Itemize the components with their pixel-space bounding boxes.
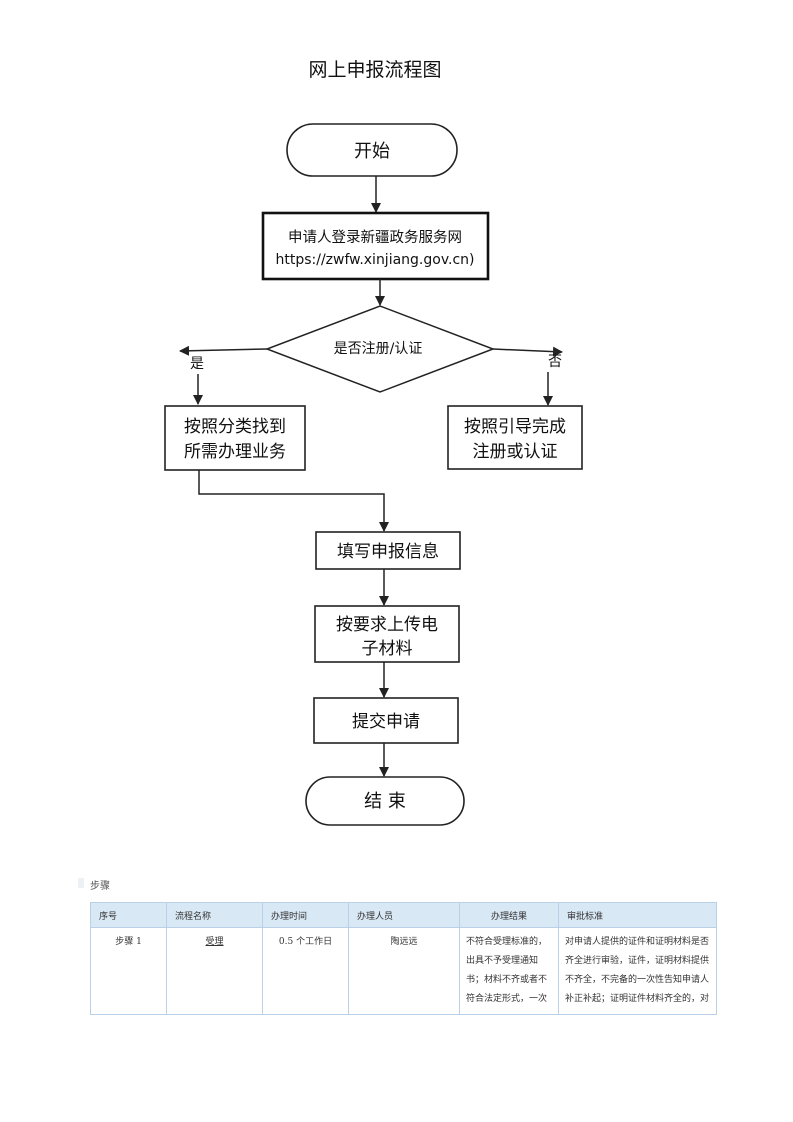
page-title: 网上申报流程图 [308,59,441,81]
cell-result: 不符合受理标准的，出具不予受理通知书；材料不齐或者不符合法定形式，一次性告知补 [459,927,559,1015]
submit-label: 提交申请 [352,712,420,732]
upload-line2: 子材料 [362,639,413,659]
standard-text: 对申请人提供的证件和证明材料是否齐全进行审验，证件，证明材料提供不齐全，不完备的… [565,937,710,1004]
find-line1: 按照分类找到 [184,417,286,437]
header-process-name: 流程名称 [166,902,263,928]
arrow-decision-to-no [492,346,563,357]
steps-header-row: 序号 流程名称 办理时间 办理人员 办理结果 审批标准 [90,902,717,928]
login-box [261,211,490,281]
cell-time: 0.5 个工作日 [262,927,349,1015]
login-line2: https://zwfw.xinjiang.gov.cn) [275,252,474,268]
steps-section-label: 步骤 [90,881,110,892]
arrow-decision-to-yes [179,345,268,356]
header-result: 办理结果 [459,902,559,928]
end-label: 结 束 [364,791,406,812]
connector-find-to-fill [198,470,389,532]
guide-line1: 按照引导完成 [464,417,566,437]
process-name-link[interactable]: 受理 [205,937,224,947]
submit-box [313,697,459,744]
end-terminal [305,776,465,826]
upload-line1: 按要求上传电 [336,615,438,635]
header-standard: 审批标准 [558,902,717,928]
steps-table: 序号 流程名称 办理时间 办理人员 办理结果 审批标准 步骤 1 受理 0.5 … [90,902,717,1015]
fill-label: 填写申报信息 [337,542,439,562]
yes-label: 是 [190,356,204,372]
find-line2: 所需办理业务 [184,442,286,462]
cell-person: 陶远远 [348,927,460,1015]
steps-marker [78,878,84,888]
start-label: 开始 [354,141,390,162]
header-index: 序号 [90,902,167,928]
guide-register-box [447,405,583,470]
cell-index: 步骤 1 [90,927,167,1015]
header-person: 办理人员 [348,902,460,928]
flowchart: 网上申报流程图 开始 申请人登录新疆政务服务网 https://zwfw.xin… [164,59,583,826]
decision-diamond [264,305,496,393]
cell-standard: 对申请人提供的证件和证明材料是否齐全进行审验，证件，证明材料提供不齐全，不完备的… [558,927,717,1015]
result-text: 不符合受理标准的，出具不予受理通知书；材料不齐或者不符合法定形式，一次性告知补 [466,937,548,1004]
guide-line2: 注册或认证 [473,442,558,462]
login-line1: 申请人登录新疆政务服务网 [288,229,462,246]
start-terminal [286,123,458,177]
header-time: 办理时间 [262,902,349,928]
upload-materials-box [314,605,460,663]
find-business-box [164,405,306,471]
no-label: 否 [548,354,562,370]
decision-label: 是否注册/认证 [334,341,423,357]
table-row: 步骤 1 受理 0.5 个工作日 陶远远 不符合受理标准的，出具不予受理通知书；… [90,927,717,1015]
cell-name: 受理 [166,927,263,1015]
fill-info-box [315,531,461,570]
